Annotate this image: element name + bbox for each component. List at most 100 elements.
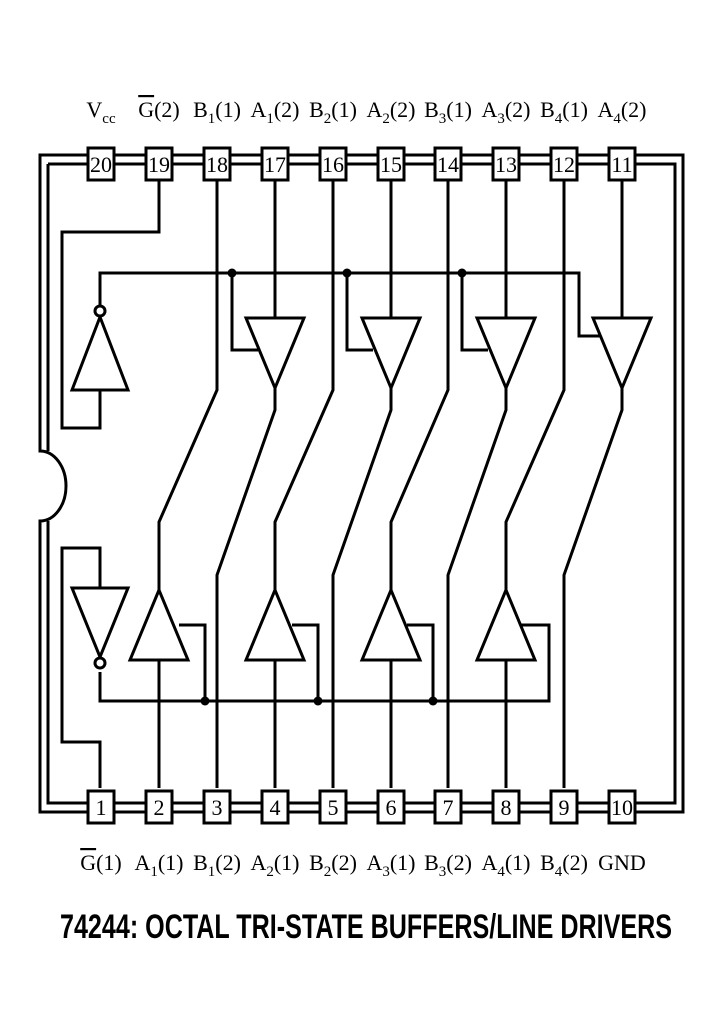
- pin-box: [318, 789, 348, 825]
- pin-label-1: G(1): [80, 850, 122, 875]
- pin-label-2: A1(1): [134, 850, 183, 880]
- pin-20: 20: [86, 146, 116, 182]
- junction-dot: [457, 268, 467, 278]
- pin-label-11: A4(2): [597, 97, 646, 127]
- pin-box: [433, 146, 463, 182]
- pin-8: 8: [491, 789, 521, 825]
- pin-label-9: B4(2): [540, 850, 588, 880]
- circuit-wiring: [38, 153, 685, 814]
- junction-dot: [313, 696, 323, 706]
- pin-number: 5: [328, 795, 339, 820]
- pin-box: [549, 789, 579, 825]
- buffer-gates: [69, 304, 654, 670]
- package-outline-inner: [46, 162, 677, 805]
- pin-17: 17: [260, 146, 290, 182]
- pin-label-7: B3(2): [424, 850, 472, 880]
- pin-11: 11: [607, 146, 637, 182]
- pin-box: [318, 146, 348, 182]
- pin-label-20: Vcc: [86, 97, 116, 127]
- pin-label-3: B1(2): [193, 850, 241, 880]
- pin-label-6: A3(1): [366, 850, 415, 880]
- pin-10: 10: [607, 789, 637, 825]
- junction-dot: [227, 268, 237, 278]
- enable-tap-lower-2: [292, 623, 320, 701]
- diagram-title: 74244: OCTAL TRI-STATE BUFFERS/LINE DRIV…: [60, 908, 672, 946]
- pin-19: 19: [144, 146, 174, 182]
- buffer-down-3: [474, 316, 538, 392]
- pin-number: 17: [264, 152, 286, 177]
- enable-tap-upper-2: [345, 273, 373, 352]
- pin-number: 13: [495, 152, 517, 177]
- pin-label-17: A1(2): [250, 97, 299, 127]
- inverter-bubble-upper: [93, 304, 107, 318]
- pin-2: 2: [144, 789, 174, 825]
- enable-inverter-upper: [69, 312, 131, 392]
- wire-lower-output-1: [157, 180, 219, 590]
- pin-number: 11: [611, 152, 632, 177]
- enable-tap-lower-3: [407, 623, 435, 701]
- junction-dot: [428, 696, 438, 706]
- pin-9: 9: [549, 789, 579, 825]
- pin-label-13: A3(2): [481, 97, 530, 127]
- pin-number: 6: [386, 795, 397, 820]
- pin-number: 16: [322, 152, 344, 177]
- pin-label-19: G(2): [138, 97, 180, 122]
- pin-14: 14: [433, 146, 463, 182]
- junction-dots: [200, 268, 467, 706]
- pin-label-18: B1(1): [193, 97, 241, 127]
- pin-box: [144, 146, 174, 182]
- pin-box: [202, 146, 232, 182]
- pin-label-16: B2(1): [309, 97, 357, 127]
- wire-upper-output-4: [562, 388, 624, 788]
- pin-label-8: A4(1): [481, 850, 530, 880]
- junction-dot: [342, 268, 352, 278]
- pin-5: 5: [318, 789, 348, 825]
- pin-number: 7: [443, 795, 454, 820]
- pin-box: [260, 146, 290, 182]
- pin-labels: Vcc G(2) B1(1) A1(2) B2(1) A2(2) B3(1) A3(2) B4(…: [80, 97, 646, 880]
- wire-upper-output-1: [215, 388, 277, 788]
- pin-number: 8: [501, 795, 512, 820]
- buffer-down-1: [243, 316, 307, 392]
- pin-15: 15: [376, 146, 406, 182]
- pin-label-5: B2(2): [309, 850, 357, 880]
- wire-enable-1: [60, 546, 102, 788]
- pin-box: [433, 789, 463, 825]
- pin-number: 1: [96, 795, 107, 820]
- buffer-up-4: [474, 586, 538, 662]
- pin-label-14: B3(1): [424, 97, 472, 127]
- wire-lower-output-2: [273, 180, 335, 590]
- pin-13: 13: [491, 146, 521, 182]
- enable-tap-upper-3: [460, 273, 488, 352]
- pin-box: [86, 146, 116, 182]
- wire-upper-output-3: [446, 388, 508, 788]
- buffer-up-2: [243, 586, 307, 662]
- pin-number: 4: [270, 795, 281, 820]
- pin-box: [491, 789, 521, 825]
- pin-number: 19: [148, 152, 170, 177]
- wire-enable-19: [60, 180, 161, 430]
- buffer-down-2: [359, 316, 423, 392]
- enable-inverter-lower: [69, 586, 131, 661]
- pin-number: 18: [206, 152, 228, 177]
- pin-number: 10: [611, 795, 633, 820]
- enable-bus-upper: [98, 271, 608, 338]
- pin-box: [607, 146, 637, 182]
- buffer-up-1: [127, 586, 191, 662]
- pin-16: 16: [318, 146, 348, 182]
- pin-number: 20: [90, 152, 112, 177]
- pin-7: 7: [433, 789, 463, 825]
- pin-label-15: A2(2): [366, 97, 415, 127]
- pin-18: 18: [202, 146, 232, 182]
- buffer-up-3: [359, 586, 423, 662]
- pin-box: [607, 789, 637, 825]
- junction-dot: [200, 696, 210, 706]
- enable-bus-lower: [98, 623, 551, 703]
- pin-number: 2: [154, 795, 165, 820]
- enable-tap-lower-1: [179, 623, 207, 701]
- pin-number: 9: [559, 795, 570, 820]
- pin-box: [86, 789, 116, 825]
- pin-box: [376, 146, 406, 182]
